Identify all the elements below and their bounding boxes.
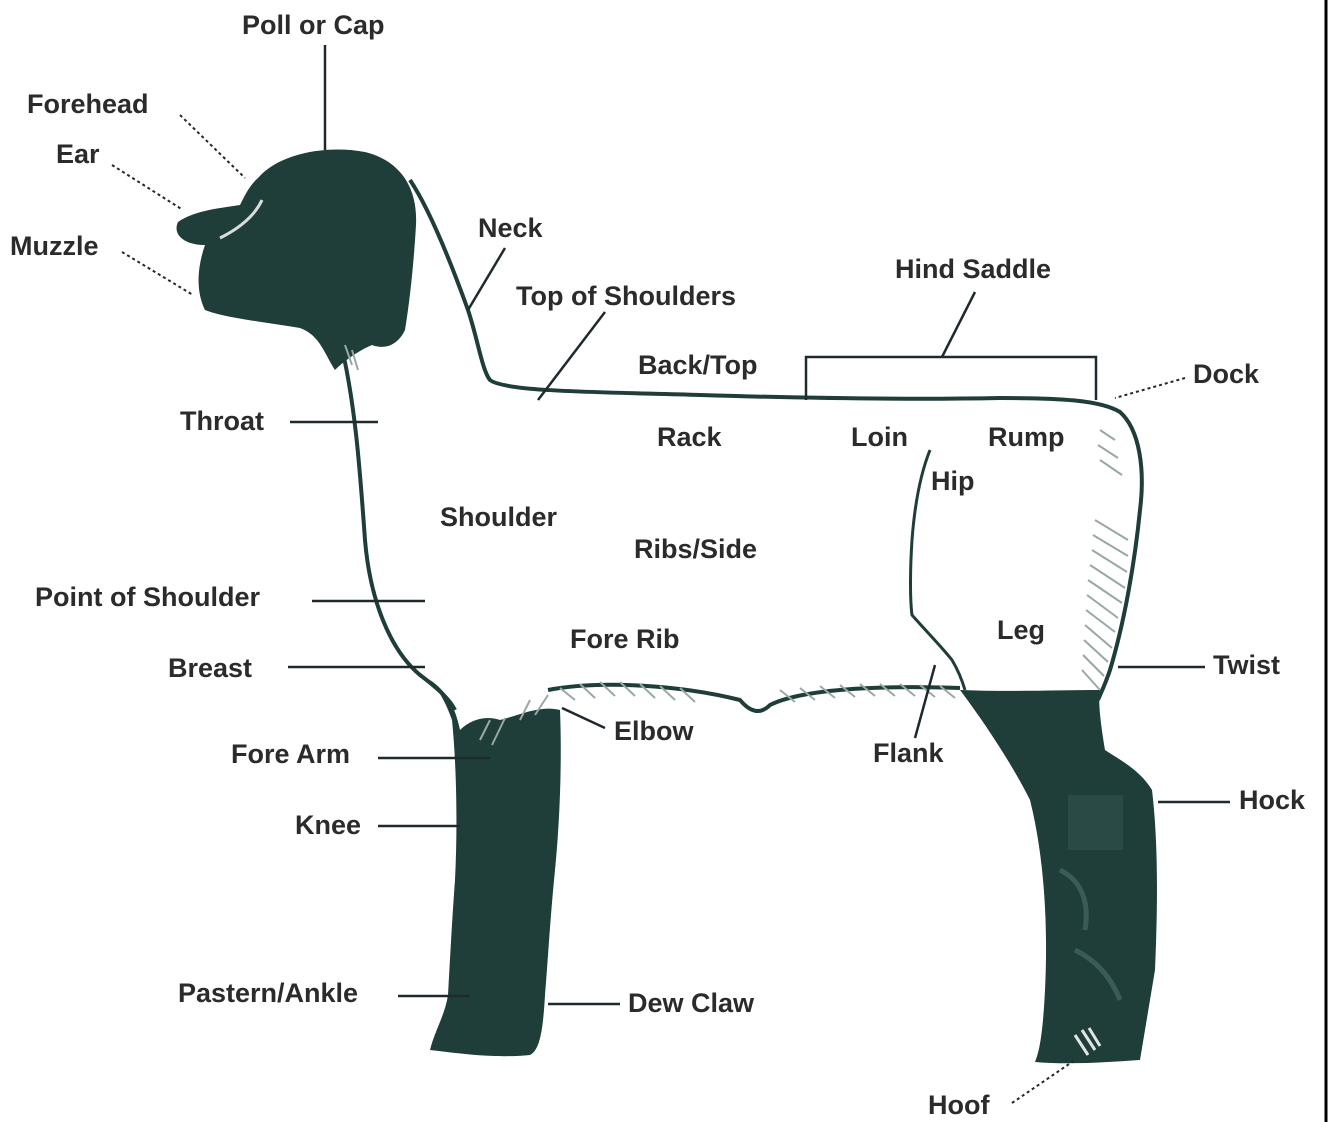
hock-shade xyxy=(1068,795,1123,850)
label-forehead: Forehead xyxy=(27,89,149,119)
label-loin: Loin xyxy=(851,422,908,452)
label-dew-claw: Dew Claw xyxy=(628,988,755,1018)
label-hind-saddle: Hind Saddle xyxy=(895,254,1051,284)
label-knee: Knee xyxy=(295,810,361,840)
label-top-of-shoulders: Top of Shoulders xyxy=(516,281,736,311)
belly-outline xyxy=(548,685,960,711)
dock-leader xyxy=(1115,378,1185,398)
label-rack: Rack xyxy=(657,422,723,452)
label-ear: Ear xyxy=(56,139,100,169)
label-hock: Hock xyxy=(1239,785,1306,815)
elbow-leader xyxy=(562,708,605,728)
hind-saddle-bracket xyxy=(806,357,1096,400)
label-twist: Twist xyxy=(1213,650,1280,680)
label-breast: Breast xyxy=(168,653,252,683)
label-fore-rib: Fore Rib xyxy=(570,624,680,654)
flank-leader xyxy=(915,665,935,738)
throat-outline xyxy=(340,340,455,710)
lamb-head xyxy=(177,149,417,370)
ear-leader xyxy=(112,165,183,210)
label-poll-or-cap: Poll or Cap xyxy=(242,10,385,40)
label-point-of-shoulder: Point of Shoulder xyxy=(35,582,260,612)
label-throat: Throat xyxy=(180,406,264,436)
label-pastern-ankle: Pastern/Ankle xyxy=(178,978,358,1008)
label-flank: Flank xyxy=(873,738,945,768)
label-ribs-side: Ribs/Side xyxy=(634,534,757,564)
hoof-leader xyxy=(1012,1060,1075,1103)
label-elbow: Elbow xyxy=(614,716,694,746)
hind-saddle-leader xyxy=(942,292,975,357)
rear-leg xyxy=(960,690,1157,1063)
label-back-top: Back/Top xyxy=(638,350,758,380)
label-neck: Neck xyxy=(478,213,544,243)
label-leg: Leg xyxy=(997,615,1045,645)
muzzle-leader xyxy=(122,252,193,295)
label-muzzle: Muzzle xyxy=(10,231,99,261)
neck-leader xyxy=(468,248,505,310)
label-dock: Dock xyxy=(1193,359,1260,389)
label-hip: Hip xyxy=(931,466,975,496)
top-of-shoulders-leader xyxy=(538,312,605,400)
label-hoof: Hoof xyxy=(928,1090,990,1120)
label-rump: Rump xyxy=(988,422,1065,452)
forehead-leader xyxy=(180,115,245,178)
label-fore-arm: Fore Arm xyxy=(231,739,350,769)
label-shoulder: Shoulder xyxy=(440,502,557,532)
